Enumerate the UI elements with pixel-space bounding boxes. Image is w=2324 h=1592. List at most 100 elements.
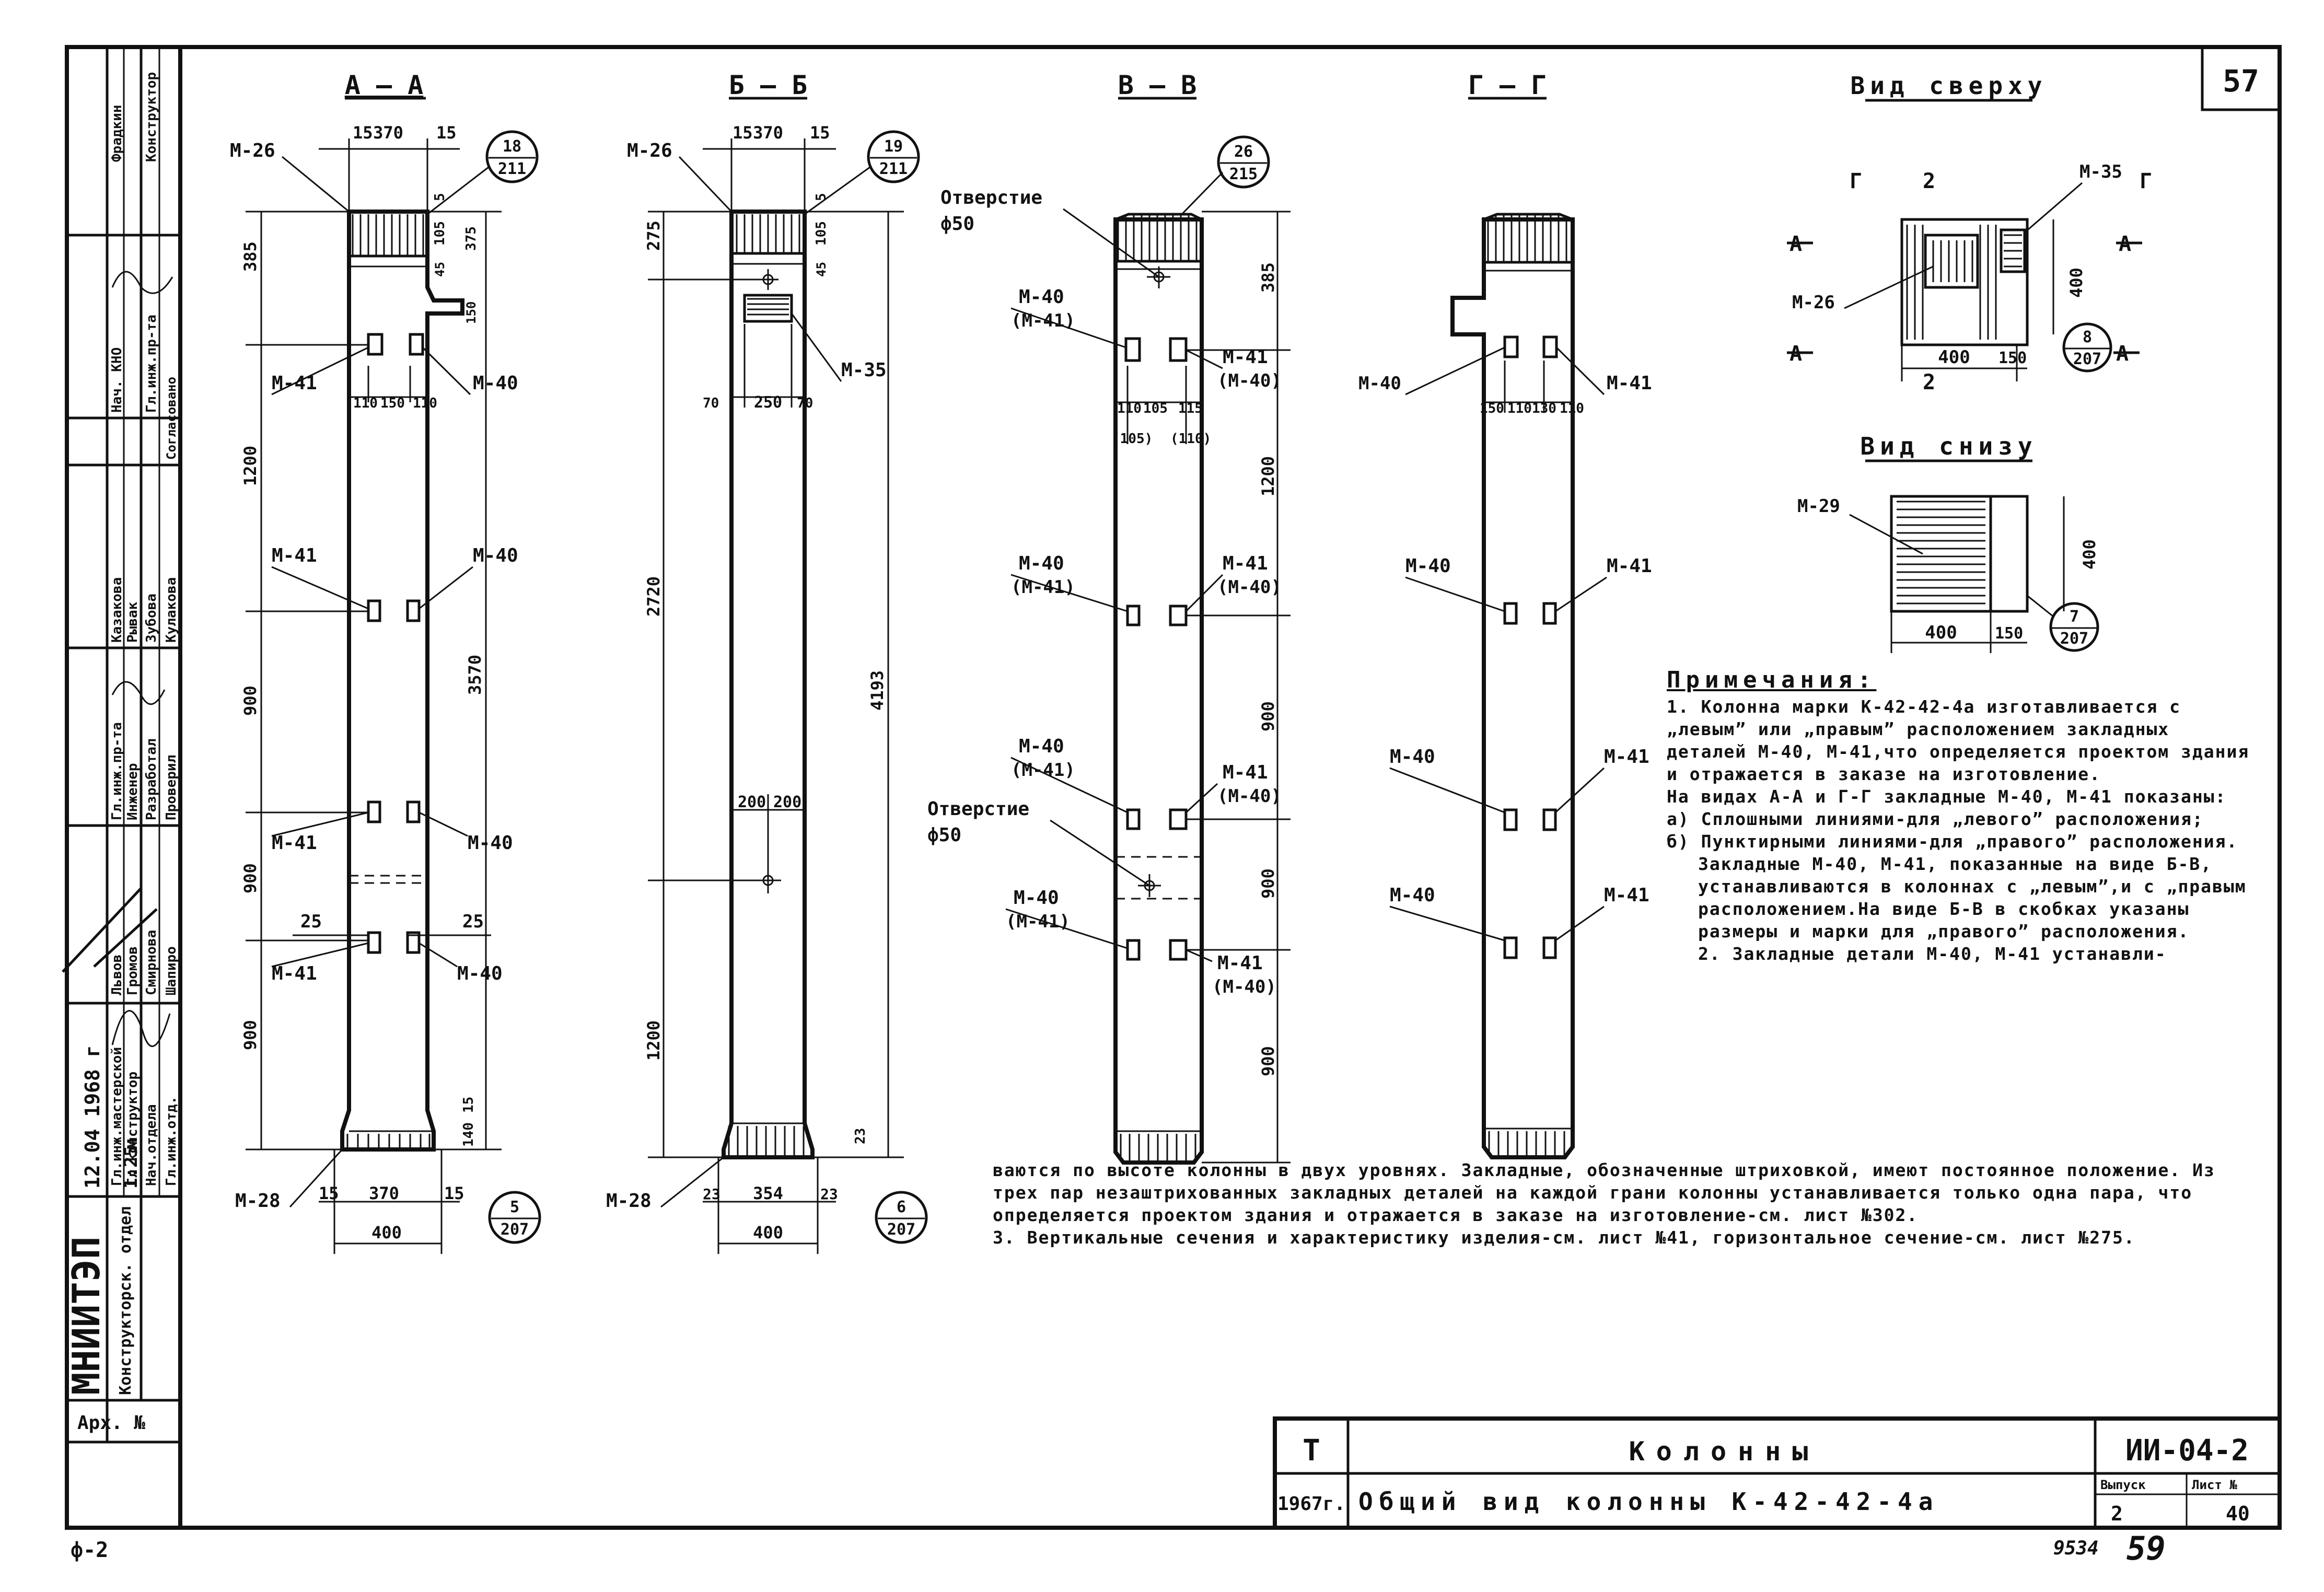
svg-text:2: 2	[2111, 1502, 2123, 1525]
note-2a: 2. Закладные детали М-40, М-41 устанавли…	[1698, 944, 2167, 964]
svg-text:18: 18	[503, 137, 521, 156]
svg-text:211: 211	[498, 160, 526, 178]
svg-text:400: 400	[753, 1223, 783, 1242]
svg-text:Казакова: Казакова	[109, 577, 125, 643]
top-view-title: Вид сверху	[1851, 72, 2048, 100]
svg-text:8: 8	[2083, 328, 2092, 346]
svg-text:400: 400	[371, 1223, 402, 1242]
svg-text:385: 385	[1258, 262, 1278, 293]
top-view: Вид сверху 400 150 400 Г Г 2 2 А А А	[1787, 72, 2152, 394]
svg-text:275: 275	[644, 220, 664, 251]
svg-text:М-35: М-35	[2079, 161, 2122, 182]
svg-text:Лист №: Лист №	[2192, 1478, 2237, 1492]
section-vv-title: В — В	[1118, 70, 1197, 100]
svg-text:Проверил: Проверил	[164, 755, 179, 820]
svg-text:900: 900	[240, 1020, 260, 1050]
svg-text:900: 900	[1258, 701, 1278, 731]
svg-text:М-40: М-40	[1390, 885, 1435, 906]
svg-text:200: 200	[738, 793, 766, 811]
svg-text:М-40: М-40	[1358, 373, 1401, 394]
svg-text:354: 354	[753, 1183, 783, 1203]
note-1b: На видах А-А и Г-Г закладные М-40, М-41 …	[1667, 786, 2227, 807]
footer-left: ф-2	[71, 1538, 108, 1562]
section-gg-title: Г — Г	[1468, 70, 1547, 100]
stamp-code: ИИ-04-2	[2125, 1434, 2249, 1468]
svg-text:900: 900	[240, 685, 260, 716]
svg-text:70: 70	[797, 396, 813, 411]
svg-text:Громов: Громов	[125, 946, 141, 995]
svg-text:(М-41): (М-41)	[1011, 310, 1075, 331]
svg-text:211: 211	[879, 160, 908, 178]
svg-text:М-35: М-35	[841, 359, 887, 381]
svg-text:М-41: М-41	[1223, 762, 1268, 783]
svg-text:900: 900	[240, 863, 260, 893]
svg-text:150: 150	[1995, 624, 2023, 643]
section-vv: В — В	[927, 70, 1291, 1165]
svg-text:Нач. КНО: Нач. КНО	[109, 347, 125, 413]
svg-text:400: 400	[2066, 268, 2086, 298]
svg-text:Смирнова: Смирнова	[144, 930, 159, 995]
bottom-view: Вид снизу 400 150 400 М-29 7 207	[1797, 432, 2099, 653]
svg-text:4193: 4193	[867, 670, 887, 711]
svg-text:5: 5	[432, 193, 448, 201]
svg-text:370: 370	[753, 123, 783, 143]
notes-block: Примечания: 1. Колонна марки К-42-42-4а …	[1667, 669, 2257, 965]
svg-text:М-41: М-41	[272, 545, 317, 566]
svg-text:2720: 2720	[644, 576, 664, 617]
svg-text:(110): (110)	[1170, 431, 1211, 447]
svg-text:Отверстие: Отверстие	[927, 798, 1029, 820]
svg-text:105: 105	[432, 221, 448, 246]
svg-text:(М-40): (М-40)	[1217, 786, 1282, 807]
sheet-frame	[65, 45, 2282, 1530]
svg-text:105: 105	[814, 221, 829, 246]
svg-text:М-40: М-40	[1019, 286, 1064, 308]
svg-text:(М-40): (М-40)	[1217, 370, 1282, 391]
svg-text:400: 400	[1938, 347, 1970, 368]
svg-text:215: 215	[1229, 165, 1258, 183]
bottom-view-title: Вид снизу	[1860, 432, 2037, 460]
svg-text:М-26: М-26	[1792, 292, 1835, 313]
svg-text:5: 5	[814, 193, 829, 201]
svg-text:Инженер: Инженер	[125, 763, 141, 820]
svg-text:ф50: ф50	[940, 213, 974, 235]
svg-text:М-41: М-41	[1604, 885, 1649, 906]
svg-text:2: 2	[1923, 169, 1935, 193]
svg-text:М-40: М-40	[473, 545, 518, 566]
main-stamp: Т 1967г. Колонны Общий вид колонны К-42-…	[1273, 1416, 2282, 1530]
note-1c: а) Сплошными линиями-для „левого” распол…	[1667, 809, 2204, 829]
svg-text:900: 900	[1258, 868, 1278, 899]
svg-text:М-41: М-41	[1604, 746, 1649, 768]
svg-text:6: 6	[897, 1198, 906, 1216]
svg-text:19: 19	[884, 137, 903, 156]
svg-text:26: 26	[1234, 143, 1253, 161]
svg-text:150: 150	[380, 396, 405, 411]
svg-text:70: 70	[703, 396, 719, 411]
svg-text:15: 15	[461, 1097, 477, 1113]
note-3: 3. Вертикальные сечения и характеристику…	[993, 1227, 2135, 1248]
svg-text:250: 250	[754, 393, 782, 412]
svg-text:Фрадкин: Фрадкин	[109, 104, 125, 162]
svg-text:375: 375	[463, 226, 479, 251]
svg-text:М-41: М-41	[1223, 346, 1268, 368]
svg-text:ф50: ф50	[927, 824, 961, 846]
svg-text:150: 150	[1480, 401, 1504, 416]
svg-text:150: 150	[464, 301, 479, 324]
left-title-block: МНИИТЭП Конструкторск. отдел 12.04 1968 …	[62, 47, 180, 1444]
svg-text:М-26: М-26	[627, 140, 672, 161]
svg-text:23: 23	[853, 1128, 868, 1144]
svg-text:15: 15	[444, 1183, 464, 1203]
svg-text:900: 900	[1258, 1046, 1278, 1076]
svg-text:М-40: М-40	[1014, 887, 1059, 909]
footer-num: 9534	[2053, 1538, 2099, 1559]
svg-text:Гл.инж.мастерской: Гл.инж.мастерской	[109, 1047, 125, 1186]
svg-text:3570: 3570	[465, 655, 485, 695]
svg-text:370: 370	[373, 123, 403, 143]
svg-text:Конструктор: Конструктор	[144, 72, 159, 162]
svg-text:12.04 1968 г: 12.04 1968 г	[81, 1045, 104, 1189]
stamp-title: Колонны	[1629, 1436, 1820, 1467]
svg-text:Конструкторск. отдел: Конструкторск. отдел	[117, 1206, 135, 1395]
svg-text:Отверстие: Отверстие	[940, 187, 1042, 208]
svg-text:М-40: М-40	[468, 832, 513, 854]
svg-text:45: 45	[814, 262, 829, 277]
